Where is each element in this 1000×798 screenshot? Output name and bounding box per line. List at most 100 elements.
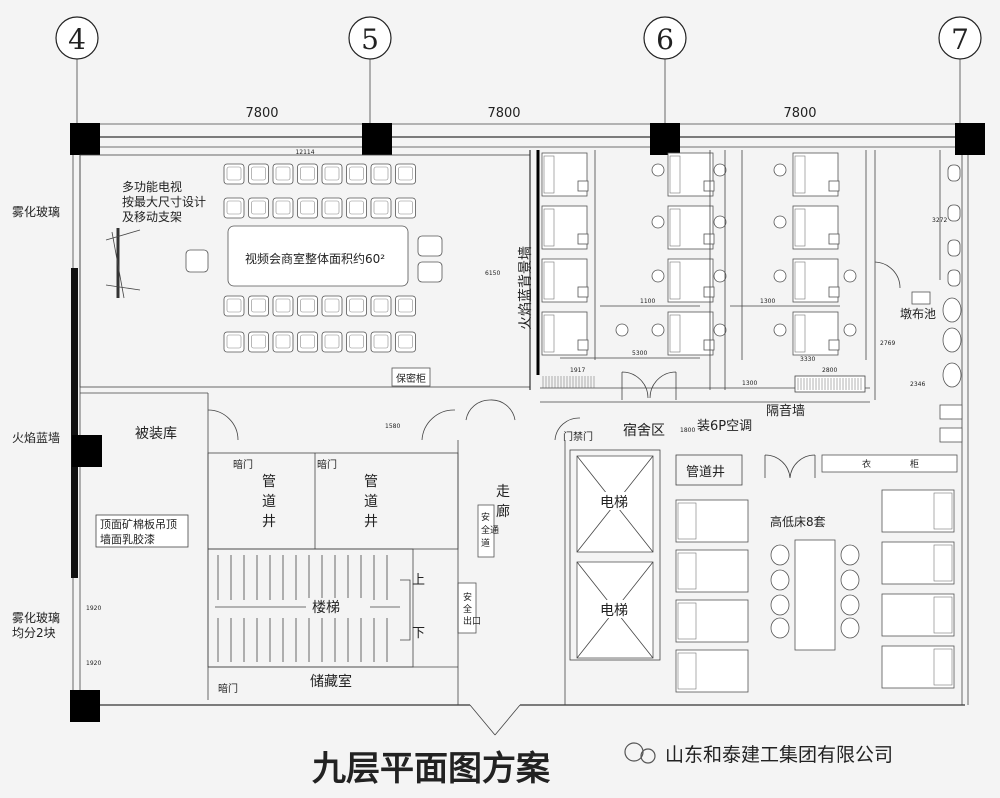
chair-row-4 — [223, 331, 416, 353]
safe-exit-1: 安 — [463, 591, 472, 603]
mop-pool-sink — [911, 291, 931, 305]
bed-ladder — [703, 339, 715, 351]
chair — [272, 331, 294, 353]
stool — [713, 269, 727, 283]
stool — [713, 215, 727, 229]
wardrobe-label-2: 柜 — [910, 458, 919, 470]
dim-7800-c: 7800 — [783, 106, 816, 121]
dim-7800-a: 7800 — [245, 106, 278, 121]
bed-pillow — [543, 314, 555, 353]
corridor-label-2: 廊 — [496, 503, 510, 520]
column-f — [70, 690, 100, 722]
stool — [651, 215, 665, 229]
bed-pillow — [933, 648, 953, 686]
tv-stand — [105, 228, 141, 299]
chair-seat — [398, 334, 413, 349]
axis-label-5: 5 — [361, 23, 379, 56]
chair — [346, 295, 367, 317]
watermark-text: 山东和泰建工集团有限公司 — [665, 744, 893, 766]
dorm-area: 门禁门 宿舍区 装6P空调 隔音墙 火焰蓝背景墙 1100 1300 5300 … — [86, 150, 947, 667]
stool — [843, 323, 857, 337]
bed-pillow — [669, 314, 681, 353]
bed-ladder — [828, 180, 840, 192]
chair-seat — [300, 166, 315, 181]
bed-pillow — [543, 155, 555, 194]
chair-seat — [226, 334, 242, 349]
lower-dorm: 管道井 衣 柜 高低床8套 — [675, 454, 958, 693]
chair-seat — [373, 334, 389, 349]
bed-pillow — [933, 492, 953, 530]
dim-2769: 2769 — [880, 340, 895, 347]
bed-pillow — [677, 502, 697, 540]
bed-pillow — [677, 652, 697, 690]
chair — [395, 163, 416, 185]
chair-seat — [373, 166, 389, 181]
chair — [272, 163, 294, 185]
chair-seat — [251, 334, 266, 349]
chair — [297, 295, 318, 317]
toilet — [947, 239, 961, 257]
pipe-shaft-2b: 道 — [364, 494, 378, 510]
stool — [651, 269, 665, 283]
safe-exit-2: 全 — [463, 603, 472, 615]
dim-1920b: 1920 — [86, 660, 101, 667]
mop-pool-label: 墩布池 — [900, 307, 936, 321]
soundproof-wall-label: 隔音墙 — [766, 403, 805, 419]
tv-note-2: 按最大尺寸设计 — [122, 195, 206, 209]
bed — [881, 489, 955, 533]
dim-2800: 2800 — [822, 367, 837, 374]
stool — [770, 544, 790, 566]
chair-seat — [275, 298, 291, 313]
column-c — [650, 123, 680, 155]
column-b — [362, 123, 392, 155]
stool — [770, 617, 790, 639]
chair-seat — [324, 166, 340, 181]
ceiling-note-1: 顶面矿棉板吊顶 — [100, 517, 177, 531]
chair — [395, 295, 416, 317]
toilet — [947, 269, 961, 287]
dim-1580: 1580 — [385, 423, 400, 430]
stool — [840, 569, 860, 591]
stool — [773, 269, 787, 283]
chair-seat — [275, 166, 291, 181]
pipe-shaft-3-label: 管道井 — [686, 465, 725, 480]
chair-seat — [324, 298, 340, 313]
bed-pillow — [794, 314, 806, 353]
chair — [346, 197, 367, 219]
bed-pillow — [933, 544, 953, 582]
chair-seat — [373, 200, 389, 215]
bed — [675, 649, 749, 693]
basins — [942, 297, 962, 388]
lower-beds-left — [675, 499, 749, 693]
chair-seat — [275, 200, 291, 215]
stool — [651, 323, 665, 337]
outer-walls — [71, 136, 969, 706]
pipe-shaft-1b: 道 — [262, 494, 276, 510]
stairs-down-label: 下 — [412, 626, 425, 641]
stairs-label: 楼梯 — [312, 600, 340, 616]
bed-pillow — [933, 596, 953, 634]
chair-seat — [226, 298, 242, 313]
chair-seat — [275, 334, 291, 349]
chair — [321, 163, 343, 185]
watermark: 山东和泰建工集团有限公司 — [624, 742, 893, 766]
bedding-store-label: 被装库 — [135, 426, 177, 442]
bed-ladder — [828, 233, 840, 245]
axis-label-6: 6 — [656, 23, 674, 56]
dim-1920a: 1920 — [86, 605, 101, 612]
chair-seat — [324, 200, 340, 215]
corridor-label-1: 走 — [496, 484, 510, 500]
chair-seat — [300, 298, 315, 313]
wechat-icon — [624, 742, 644, 762]
stair-turn — [400, 579, 411, 641]
bed-ladder — [577, 339, 589, 351]
axis-label-4: 4 — [68, 23, 86, 56]
dim-1917: 1917 — [570, 367, 585, 374]
side-chair-1 — [417, 235, 443, 257]
chair-seat — [398, 166, 413, 181]
elevator-1-label: 电梯 — [600, 495, 628, 511]
column-a — [70, 123, 100, 155]
chair — [223, 295, 245, 317]
pipe-shaft-2c: 井 — [364, 514, 378, 530]
bedding-store: 被装库 顶面矿棉板吊顶 墙面乳胶漆 — [80, 392, 239, 700]
